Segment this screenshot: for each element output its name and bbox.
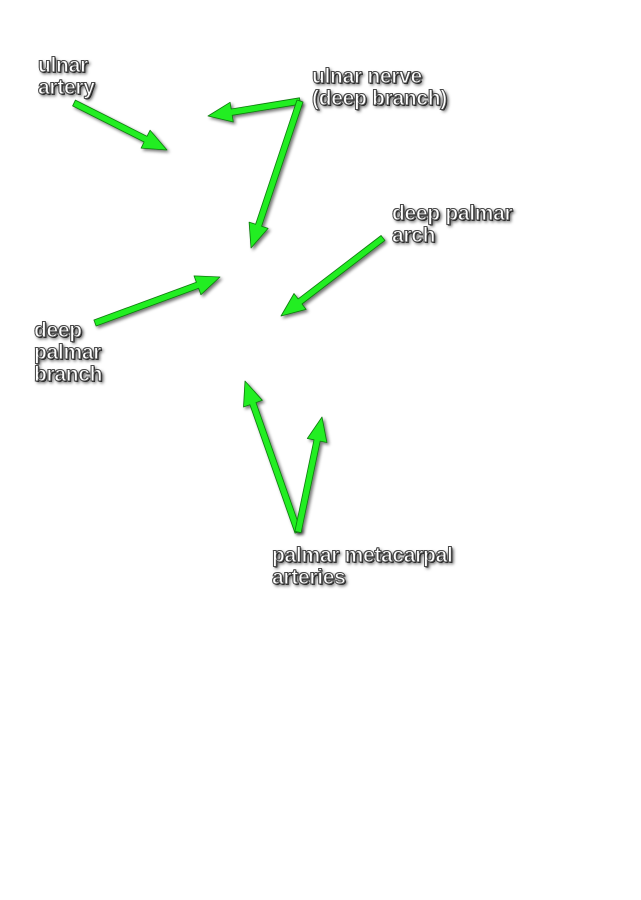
arrow-palmar-metacarpal-left-shape — [243, 380, 302, 534]
arrow-deep-palmar-arch-shape — [280, 235, 386, 317]
arrow-deep-palmar-arch — [280, 235, 386, 317]
label-ulnar-artery-line-2: artery — [38, 76, 96, 99]
label-ulnar-artery-line-1: ulnar — [38, 54, 89, 77]
label-deep-palmar-branch-line-3: branch — [33, 363, 103, 386]
arrow-ulnar-artery-shape — [72, 99, 168, 151]
arrow-palmar-metacarpal-right — [294, 416, 328, 534]
label-palmar-metacarpal-line-2: arteries — [272, 566, 347, 589]
label-palmar-metacarpal-arteries: palmar metacarpal arteries — [272, 544, 454, 589]
arrow-palmar-metacarpal-right-shape — [294, 416, 328, 534]
arrow-ulnar-nerve-downward-shape — [248, 99, 304, 249]
arrow-ulnar-nerve-to-left — [207, 97, 301, 123]
label-deep-palmar-arch: deep palmar arch — [391, 202, 513, 247]
label-deep-palmar-arch-line-2: arch — [391, 224, 436, 247]
label-deep-palmar-arch-line-1: deep palmar — [391, 202, 513, 225]
arrow-ulnar-nerve-downward — [248, 99, 304, 249]
label-ulnar-nerve-line-1: ulnar nerve — [312, 65, 423, 88]
arrow-ulnar-nerve-to-left-shape — [207, 97, 301, 123]
label-deep-palmar-branch-line-2: palmar — [33, 341, 102, 364]
arrow-palmar-metacarpal-left — [243, 380, 302, 534]
arrow-deep-palmar-branch-shape — [93, 275, 221, 327]
label-deep-palmar-branch-line-1: deep — [33, 319, 82, 342]
label-deep-palmar-branch: deep palmar branch — [33, 319, 103, 386]
label-ulnar-artery: ulnar artery — [38, 54, 96, 99]
label-ulnar-nerve-line-2: (deep branch) — [312, 87, 448, 110]
arrow-deep-palmar-branch — [93, 275, 221, 327]
arrow-ulnar-artery — [72, 99, 168, 151]
label-palmar-metacarpal-line-1: palmar metacarpal — [272, 544, 454, 567]
label-ulnar-nerve-deep-branch: ulnar nerve (deep branch) — [312, 65, 448, 110]
